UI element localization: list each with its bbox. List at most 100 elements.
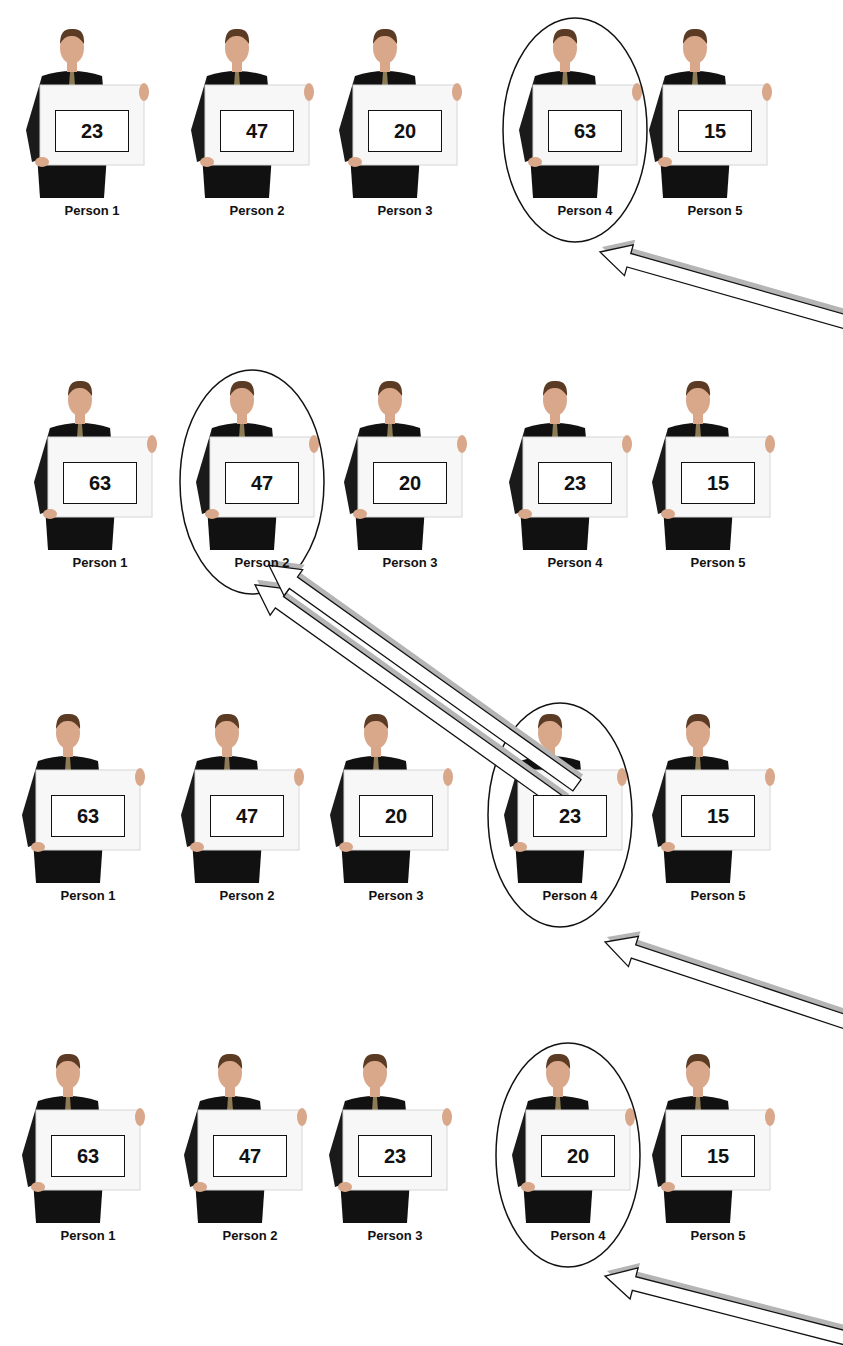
person-figure <box>339 29 462 198</box>
hair <box>543 381 567 396</box>
hand <box>528 157 542 167</box>
hand <box>617 768 627 786</box>
person-figure <box>652 1054 775 1223</box>
number-sign: 15 <box>678 110 752 152</box>
number-sign: 47 <box>225 462 299 504</box>
board <box>198 1110 302 1190</box>
hair <box>686 381 710 396</box>
number-sign: 23 <box>533 795 607 837</box>
connector-group <box>269 560 583 791</box>
board <box>358 437 462 517</box>
board <box>195 770 299 850</box>
number-sign: 23 <box>538 462 612 504</box>
person-card: 15Person 5 <box>678 110 752 223</box>
person-card: 15Person 5 <box>681 795 755 908</box>
person-label: Person 1 <box>62 202 123 223</box>
hair <box>56 714 80 729</box>
number-sign: 47 <box>213 1135 287 1177</box>
person-figure <box>512 1054 635 1223</box>
hand <box>205 509 219 519</box>
person-label: Person 1 <box>58 887 119 908</box>
hand <box>452 83 462 101</box>
person-label: Person 3 <box>375 202 436 223</box>
hand <box>765 1108 775 1126</box>
person-label: Person 3 <box>366 887 427 908</box>
hair <box>230 381 254 396</box>
board <box>526 1110 630 1190</box>
person-figure <box>184 1054 307 1223</box>
pointer-arrow <box>605 931 843 1028</box>
person-figure <box>329 1054 452 1223</box>
hand <box>625 1108 635 1126</box>
number-sign: 63 <box>51 795 125 837</box>
hair <box>56 1054 80 1069</box>
highlight-ellipse <box>503 18 647 242</box>
board <box>40 85 144 165</box>
number-sign: 20 <box>368 110 442 152</box>
hand <box>518 509 532 519</box>
person-card: 20Person 3 <box>368 110 442 223</box>
hand <box>31 1182 45 1192</box>
hand <box>200 157 214 167</box>
person-label: Person 5 <box>688 1227 749 1248</box>
hand <box>661 1182 675 1192</box>
hand <box>632 83 642 101</box>
person-card: 15Person 5 <box>681 462 755 575</box>
person-card: 20Person 3 <box>373 462 447 575</box>
hand <box>661 509 675 519</box>
hair <box>686 1054 710 1069</box>
person-label: Person 4 <box>548 1227 609 1248</box>
hair <box>68 381 92 396</box>
person-label: Person 1 <box>70 554 131 575</box>
number-sign: 63 <box>51 1135 125 1177</box>
number-sign: 23 <box>55 110 129 152</box>
person-label: Person 2 <box>232 554 293 575</box>
hair <box>538 714 562 729</box>
number-sign: 63 <box>548 110 622 152</box>
hand <box>762 83 772 101</box>
number-sign: 15 <box>681 795 755 837</box>
person-label: Person 1 <box>58 1227 119 1248</box>
person-card: 63Person 1 <box>51 795 125 908</box>
number-sign: 20 <box>373 462 447 504</box>
board <box>210 437 314 517</box>
number-sign: 15 <box>681 1135 755 1177</box>
person-label: Person 3 <box>365 1227 426 1248</box>
hand <box>442 1108 452 1126</box>
person-label: Person 4 <box>555 202 616 223</box>
board <box>36 1110 140 1190</box>
person-card: 47Person 2 <box>210 795 284 908</box>
arrow-body <box>600 245 843 329</box>
person-label: Person 5 <box>688 887 749 908</box>
hand <box>294 768 304 786</box>
hand <box>443 768 453 786</box>
hand <box>521 1182 535 1192</box>
number-sign: 47 <box>220 110 294 152</box>
hair <box>215 714 239 729</box>
hair <box>683 29 707 44</box>
hand <box>193 1182 207 1192</box>
hand <box>658 157 672 167</box>
person-figure <box>34 381 157 550</box>
board <box>523 437 627 517</box>
hand <box>622 435 632 453</box>
board <box>48 437 152 517</box>
board <box>36 770 140 850</box>
person-figure <box>519 29 642 198</box>
hand <box>297 1108 307 1126</box>
number-sign: 23 <box>358 1135 432 1177</box>
person-card: 63Person 1 <box>51 1135 125 1248</box>
connector-arrow <box>269 565 581 791</box>
hair <box>546 1054 570 1069</box>
hand <box>765 435 775 453</box>
number-sign: 47 <box>210 795 284 837</box>
person-card: 20Person 4 <box>541 1135 615 1248</box>
board <box>533 85 637 165</box>
hair <box>225 29 249 44</box>
person-figure <box>22 714 145 883</box>
number-sign: 15 <box>681 462 755 504</box>
hand <box>190 842 204 852</box>
board <box>205 85 309 165</box>
board <box>666 770 770 850</box>
